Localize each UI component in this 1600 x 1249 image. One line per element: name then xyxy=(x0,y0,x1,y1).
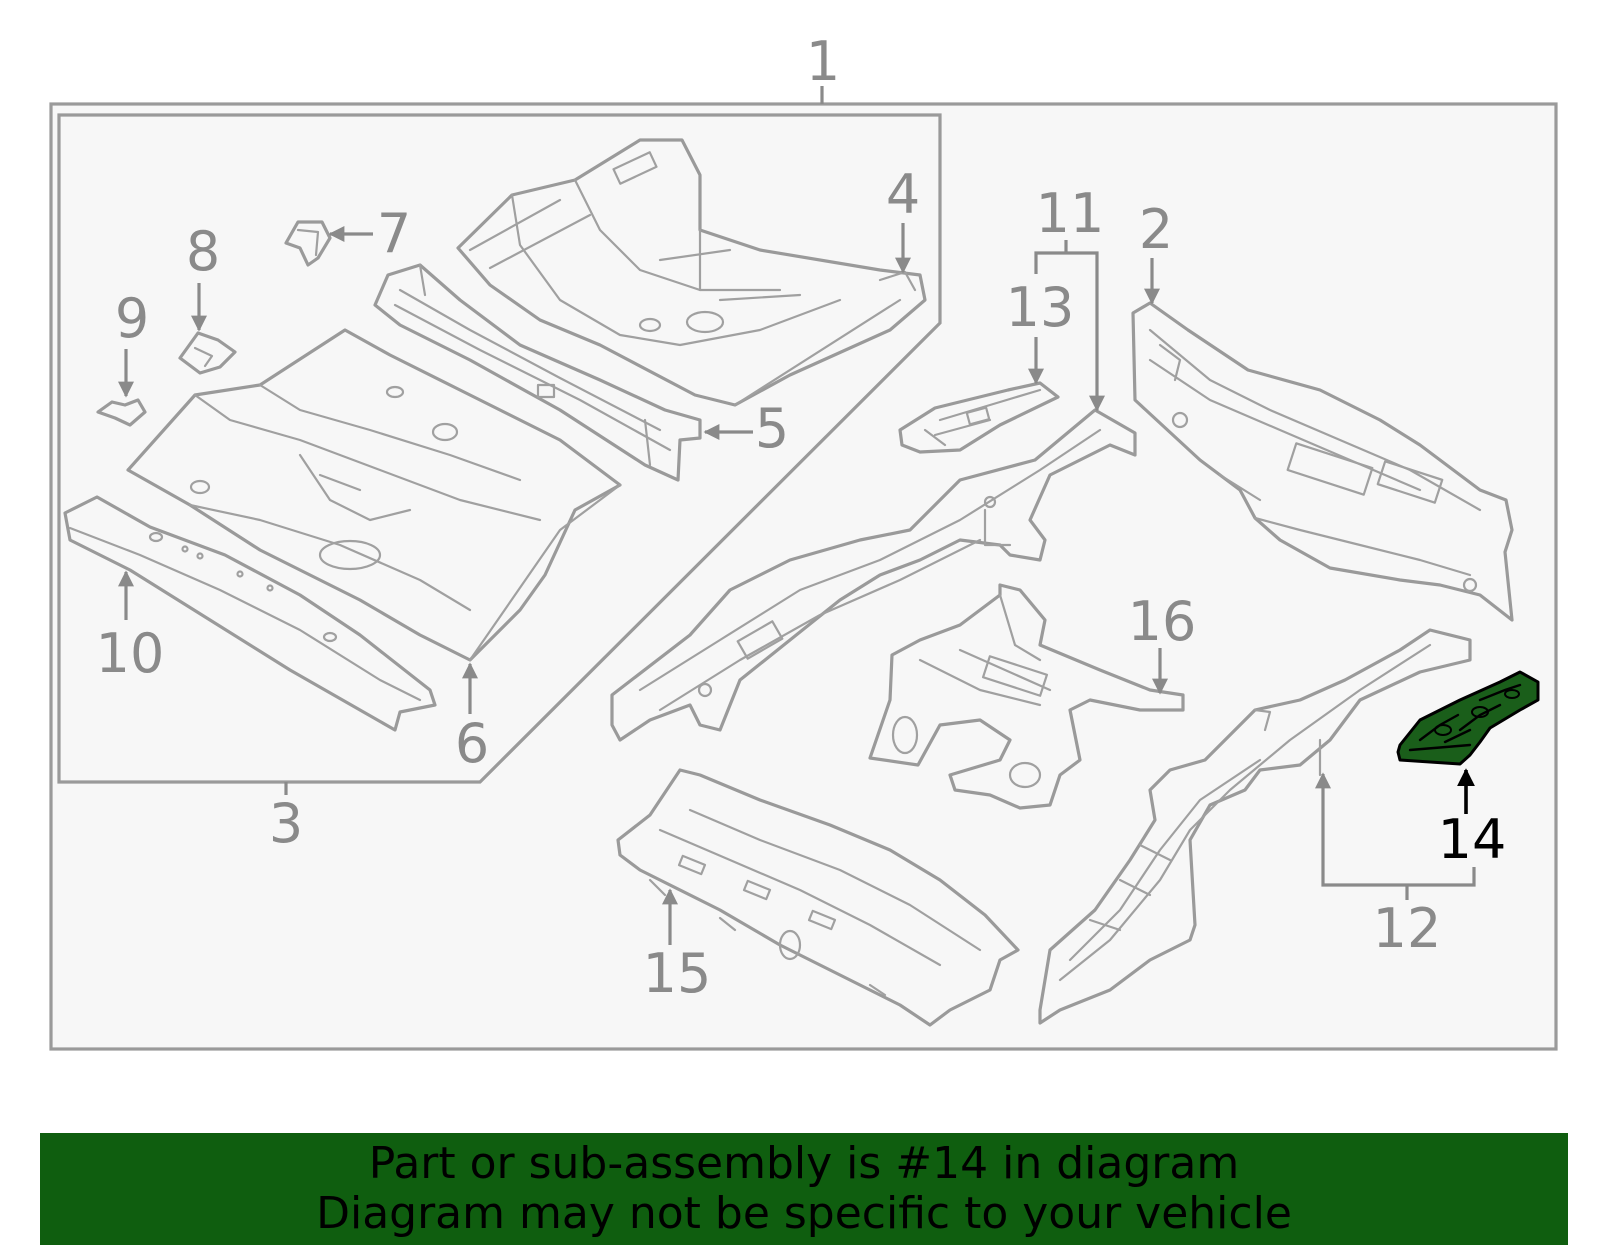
callout-13: 13 xyxy=(1006,276,1075,339)
callout-15: 15 xyxy=(643,942,712,1005)
callout-1: 1 xyxy=(806,30,840,93)
part-7-bracket xyxy=(284,220,332,267)
parts-diagram: 1 2 3 4 5 6 7 8 9 10 11 12 13 14 15 16 xyxy=(49,30,1558,1051)
callout-16: 16 xyxy=(1128,590,1197,653)
callout-3: 3 xyxy=(269,792,303,855)
part-12-rear-rail xyxy=(1038,628,1472,1025)
callout-5: 5 xyxy=(755,397,789,460)
info-banner: Part or sub-assembly is #14 in diagram D… xyxy=(40,1133,1568,1245)
callout-14: 14 xyxy=(1438,808,1507,871)
banner-line-1: Part or sub-assembly is #14 in diagram xyxy=(368,1138,1240,1189)
part-15-front-rail xyxy=(616,768,1020,1027)
callout-2: 2 xyxy=(1139,198,1173,261)
part-11-rear-rail xyxy=(610,408,1137,742)
callout-9: 9 xyxy=(115,287,149,350)
part-2-rear-panel xyxy=(1131,301,1514,622)
callout-4: 4 xyxy=(886,163,920,226)
callout-11: 11 xyxy=(1036,182,1105,245)
part-13-bracket xyxy=(898,381,1060,454)
callout-7: 7 xyxy=(377,202,411,265)
callout-8: 8 xyxy=(186,220,220,283)
leader-12 xyxy=(1315,772,1476,887)
part-16-crossmember xyxy=(868,583,1185,810)
part-10-crossmember xyxy=(63,495,437,732)
part-4-rear-floor-pan xyxy=(456,138,927,407)
part-6-floor-panel xyxy=(126,328,622,662)
callout-12: 12 xyxy=(1373,897,1442,960)
part-14-highlighted-bracket xyxy=(1396,670,1540,766)
subassembly-frame xyxy=(57,113,942,784)
callout-10: 10 xyxy=(96,622,165,685)
callout-6: 6 xyxy=(455,712,489,775)
part-9-bracket xyxy=(96,398,147,427)
banner-line-2: Diagram may not be specific to your vehi… xyxy=(316,1188,1292,1239)
part-8-bracket xyxy=(178,331,237,375)
part-5-crossmember xyxy=(373,263,702,482)
